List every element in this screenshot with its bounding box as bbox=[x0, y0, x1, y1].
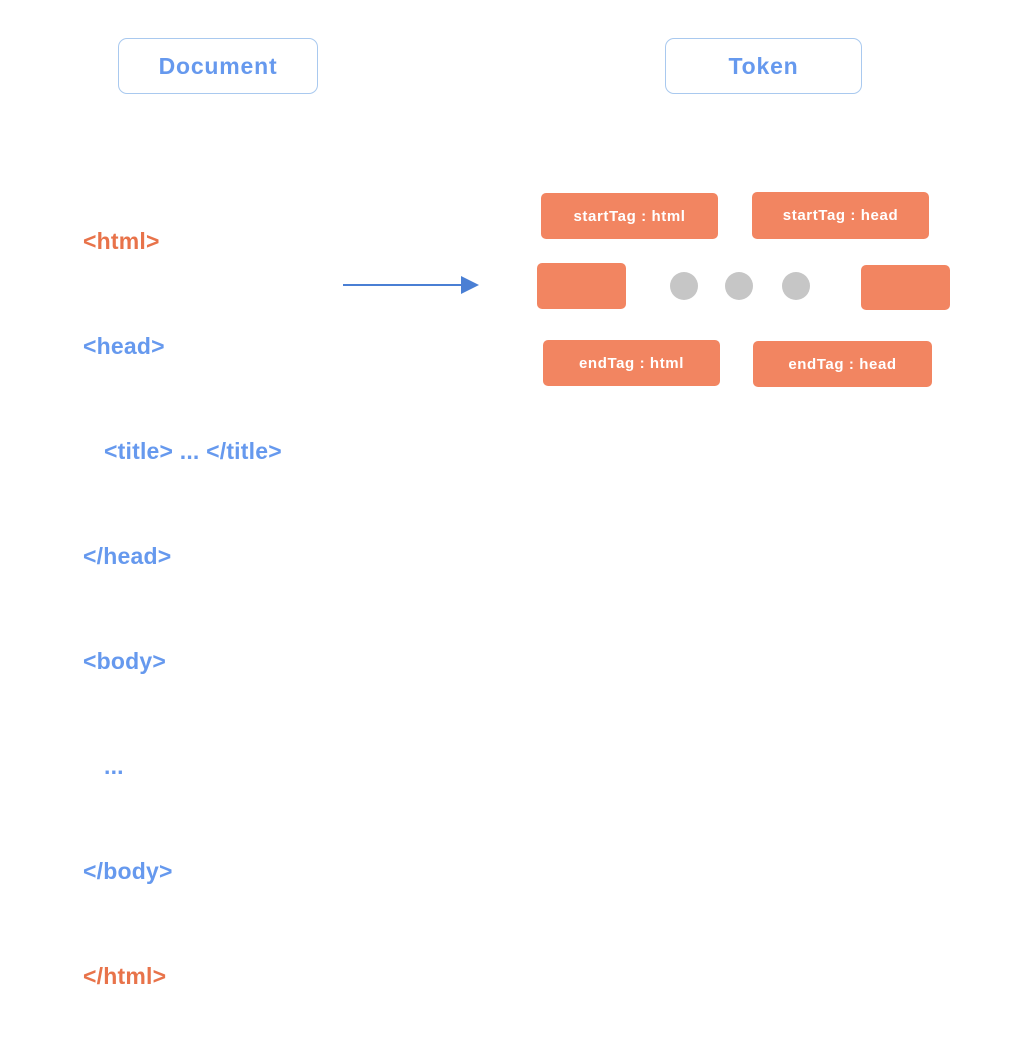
token-header-label: Token bbox=[728, 52, 799, 79]
ellipsis-dot-icon bbox=[782, 272, 810, 300]
token-blank-left bbox=[537, 263, 626, 309]
code-line: <head> bbox=[83, 333, 165, 359]
right-arrow-icon bbox=[343, 276, 479, 294]
token-header-pill: Token bbox=[665, 38, 862, 94]
code-line: <title> ... </title> bbox=[104, 438, 282, 464]
ellipsis-dot-icon bbox=[670, 272, 698, 300]
code-line: </body> bbox=[83, 858, 173, 884]
diagram-canvas: Document Token <html> <head> <title> ...… bbox=[83, 38, 950, 989]
code-line: <html> bbox=[83, 228, 160, 254]
code-line: <body> bbox=[83, 648, 167, 674]
token-end-tag-head: endTag : head bbox=[753, 341, 932, 387]
document-header-label: Document bbox=[158, 52, 278, 79]
token-end-tag-html: endTag : html bbox=[543, 340, 720, 386]
code-line: </html> bbox=[83, 963, 167, 989]
token-label: startTag : html bbox=[573, 207, 686, 225]
document-header-pill: Document bbox=[118, 38, 318, 94]
ellipsis-dot-icon bbox=[725, 272, 753, 300]
token-label: endTag : html bbox=[578, 354, 684, 372]
token-start-tag-head: startTag : head bbox=[752, 192, 929, 239]
code-line: </head> bbox=[83, 543, 172, 569]
token-label: endTag : head bbox=[788, 355, 897, 373]
html-source-code: <html> <head> <title> ... </title> </hea… bbox=[83, 154, 282, 1064]
code-line: ... bbox=[104, 753, 124, 779]
token-blank-right bbox=[861, 265, 950, 310]
token-start-tag-html: startTag : html bbox=[541, 193, 718, 239]
token-label: startTag : head bbox=[782, 207, 899, 224]
